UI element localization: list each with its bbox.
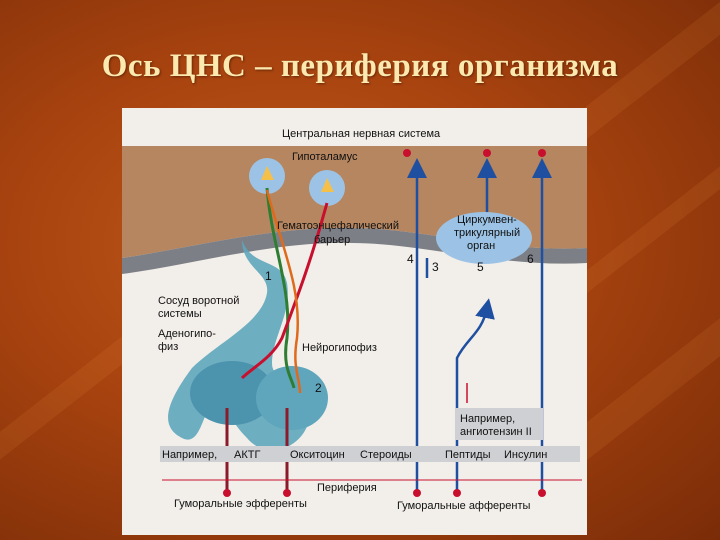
- diagram-canvas: Центральная нервная система Гипоталамус …: [122, 128, 587, 512]
- label-neurohypophysis: Нейрогипофиз: [302, 342, 377, 354]
- number-6: 6: [527, 252, 534, 266]
- blood-brain-barrier: [122, 227, 587, 274]
- efferent-end: [223, 489, 231, 497]
- axon-red: [265, 189, 302, 394]
- label-cvo-3: орган: [467, 240, 495, 252]
- number-2: 2: [315, 381, 322, 395]
- label-peptides: Пептиды: [445, 449, 491, 461]
- afferent-start: [538, 489, 546, 497]
- label-example-bottom: Например,: [162, 449, 217, 461]
- label-bbb-1: Гематоэнцефалический: [277, 220, 399, 232]
- axon-red: [240, 202, 329, 380]
- circumventricular-organ: [436, 212, 532, 264]
- bottom-label-bar: [160, 446, 580, 462]
- label-oxytocin: Окситоцин: [290, 449, 345, 461]
- label-cvo-1: Циркумвен-: [457, 214, 517, 226]
- label-hypothalamus: Гипоталамус: [292, 151, 358, 163]
- label-humoral-efferents: Гуморальные эфференты: [174, 498, 307, 510]
- label-bbb-2: барьер: [314, 234, 350, 246]
- label-acth: АКТГ: [234, 449, 260, 461]
- afferent-start: [453, 489, 461, 497]
- slide-title: Ось ЦНС – периферия организма: [101, 48, 619, 84]
- adenohypophysis: [190, 361, 274, 425]
- neuron-body: [261, 166, 274, 180]
- label-cvo-2: трикулярный: [454, 227, 520, 239]
- number-4: 4: [407, 252, 414, 266]
- afferent-end: [538, 149, 546, 157]
- afferent-end: [483, 149, 491, 157]
- number-5: 5: [477, 260, 484, 274]
- afferent-end: [403, 149, 411, 157]
- label-humoral-afferents: Гуморальные афференты: [397, 500, 531, 512]
- label-example-right-2: ангиотензин II: [460, 426, 532, 438]
- label-example-right-1: Например,: [460, 413, 515, 425]
- label-adeno-1: Аденогипо-: [158, 328, 216, 340]
- label-steroids: Стероиды: [360, 449, 412, 461]
- afferent-arrow-5: [455, 298, 495, 493]
- neuron-body: [321, 178, 334, 192]
- neurohypophysis: [256, 366, 328, 430]
- label-insulin: Инсулин: [504, 449, 547, 461]
- label-portal-2: системы: [158, 308, 202, 320]
- number-3: 3: [432, 260, 439, 274]
- label-portal-1: Сосуд воротной: [158, 295, 239, 307]
- label-adeno-2: физ: [158, 341, 178, 353]
- example-box: [455, 408, 543, 440]
- cns-periphery-diagram: Центральная нервная система Гипоталамус …: [122, 108, 587, 535]
- efferent-end: [283, 489, 291, 497]
- label-periphery: Периферия: [317, 482, 377, 494]
- number-1: 1: [265, 269, 272, 283]
- label-cns: Центральная нервная система: [282, 128, 441, 140]
- afferent-start: [413, 489, 421, 497]
